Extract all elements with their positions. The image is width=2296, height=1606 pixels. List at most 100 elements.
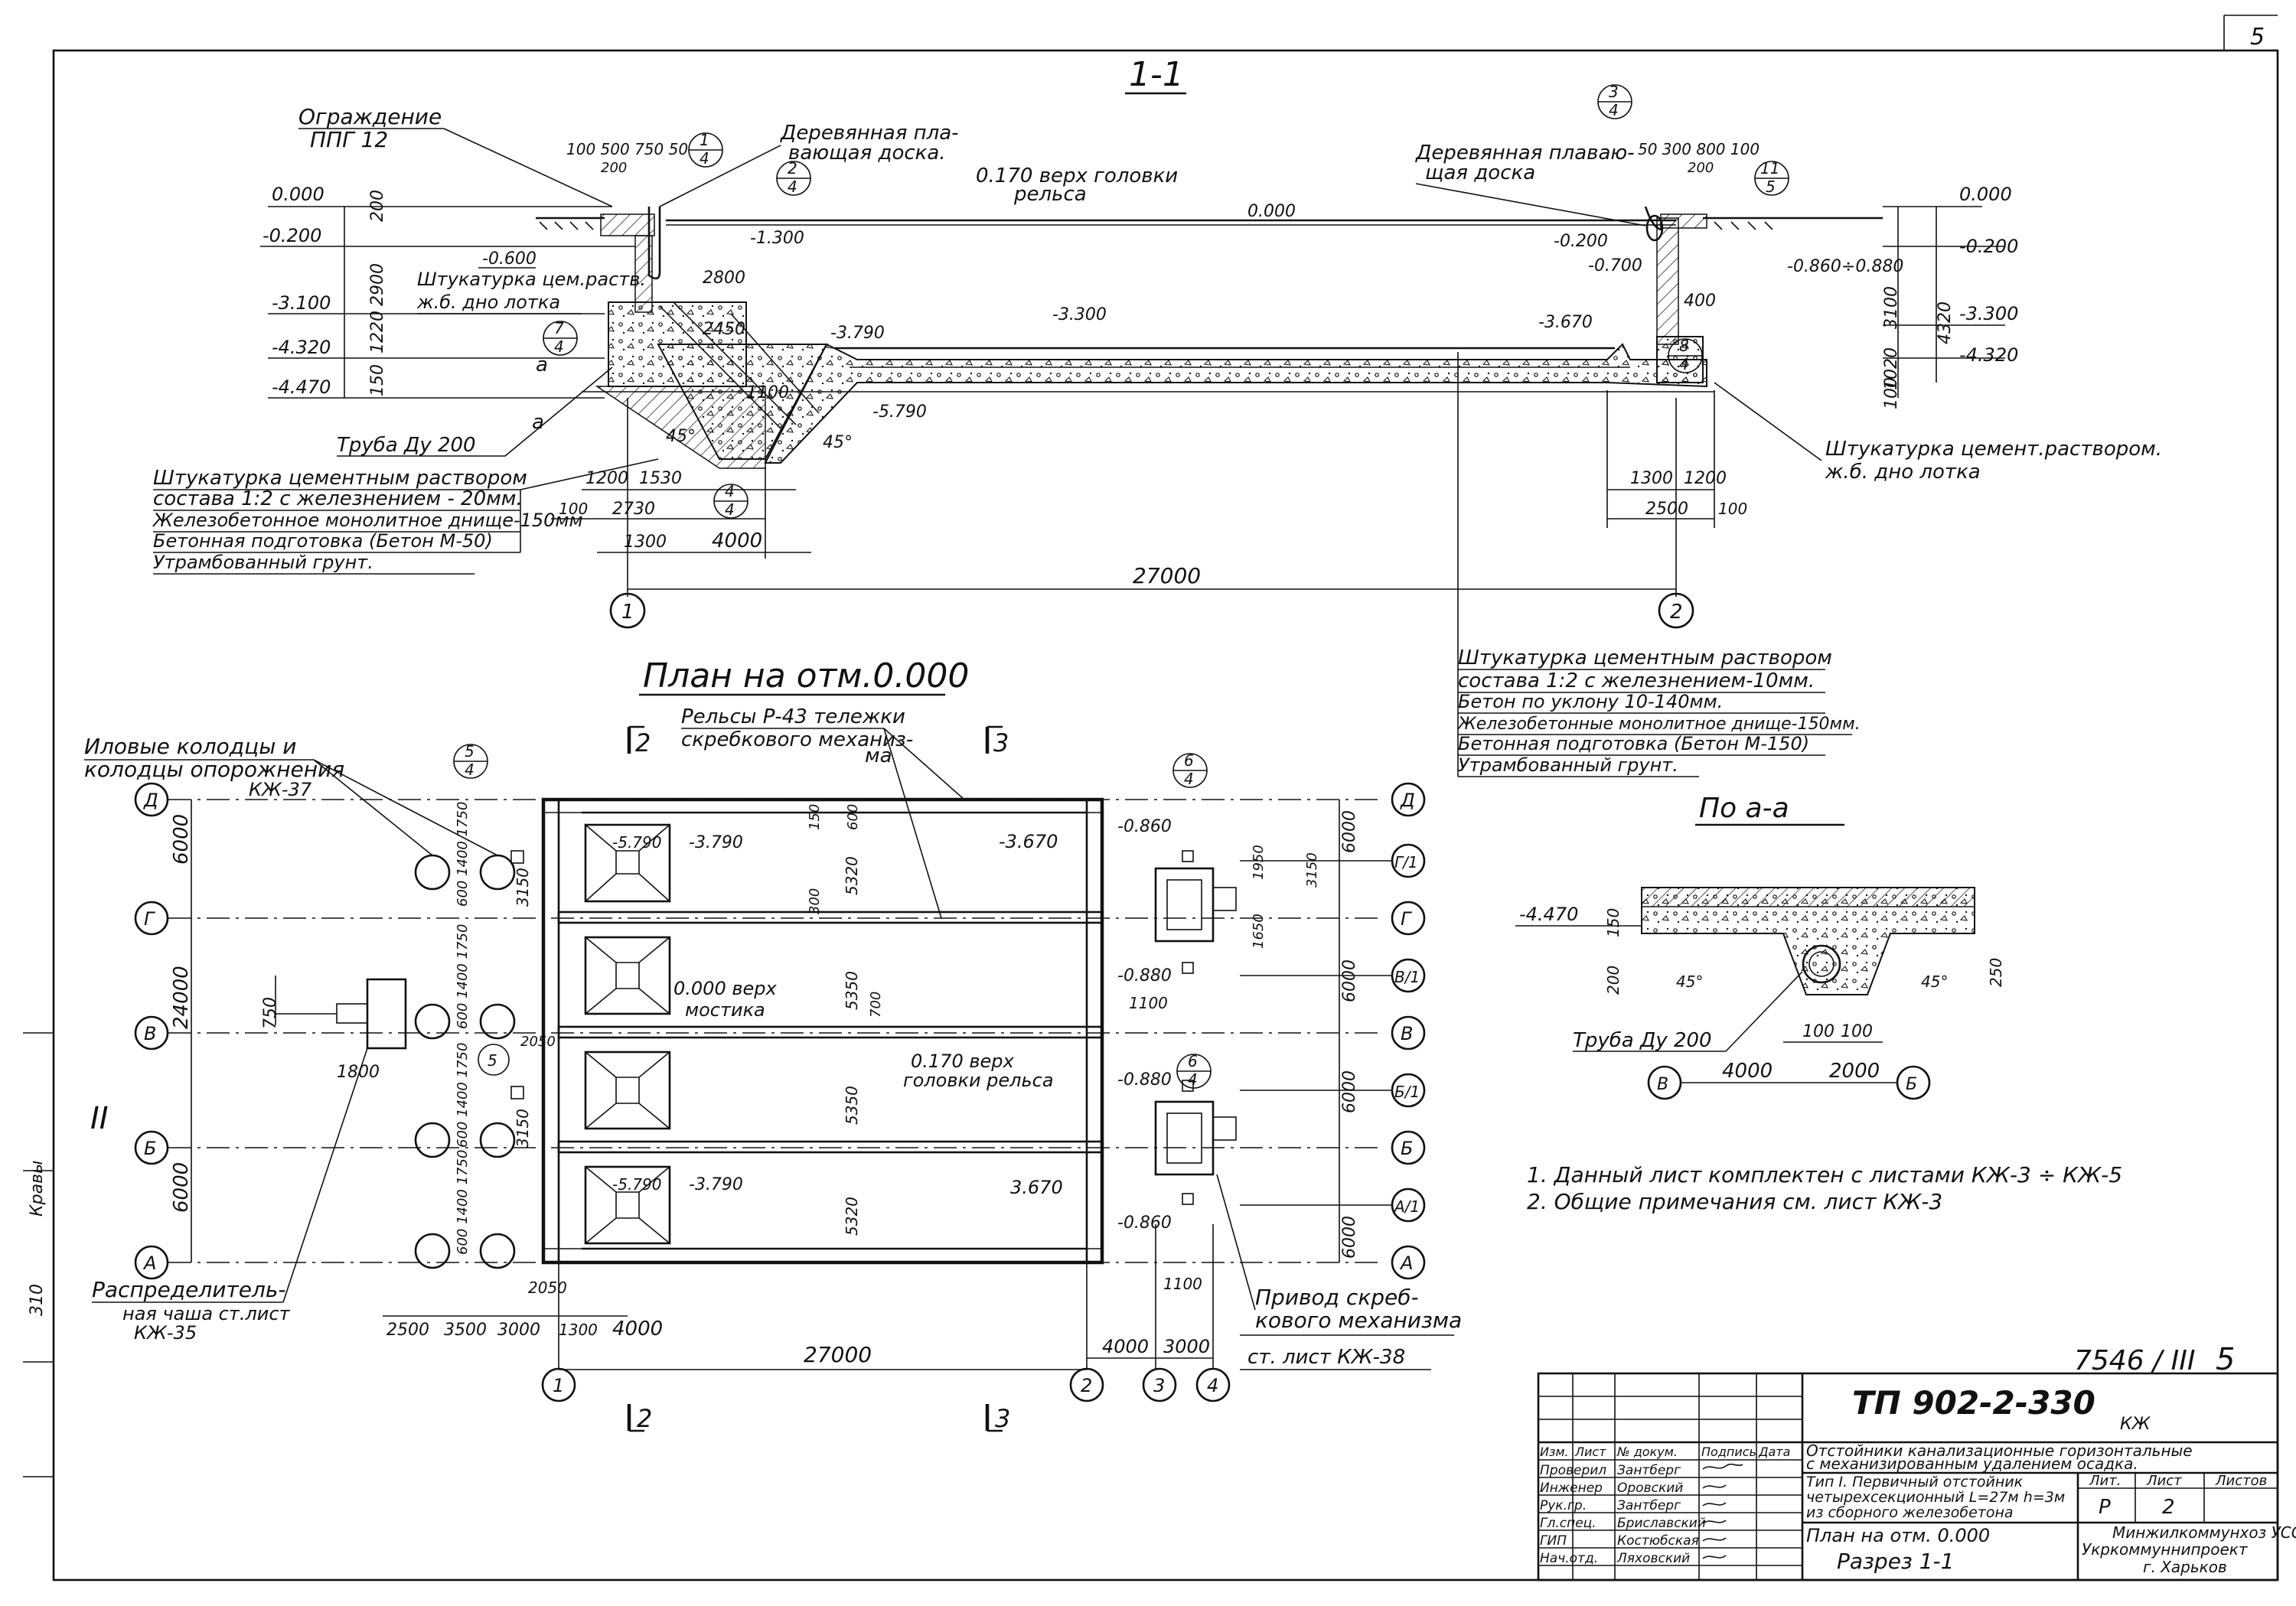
section-1-1: 1-1 [152,55,2162,629]
svg-text:1220: 1220 [368,311,387,353]
detail-a-a: По а-а -4.470 150 200 250 45° 45° 100 10… [1515,793,2005,1100]
svg-text:100: 100 [1802,1022,1835,1041]
svg-text:5350: 5350 [843,971,861,1010]
svg-text:300: 300 [807,888,823,914]
hoppers [584,823,671,1245]
svg-text:Подпись: Подпись [1701,1445,1756,1459]
svg-text:2730: 2730 [612,500,655,519]
svg-text:-0.860÷0.880: -0.860÷0.880 [1787,257,1903,276]
svg-text:В: В [1401,1023,1413,1044]
svg-text:600: 600 [845,804,861,830]
axis-2-label: 2 [1670,601,1683,624]
svg-text:Листов: Листов [2215,1473,2267,1489]
svg-text:3.670: 3.670 [1010,1177,1063,1198]
svg-text:ж.б. дно лотка: ж.б. дно лотка [416,292,560,313]
right-layers-legend: Штукатурка цементным раствором состава 1… [1456,352,1861,777]
svg-text:из сборного железобетона: из сборного железобетона [1806,1504,2014,1521]
svg-text:11: 11 [1760,159,1779,178]
svg-text:Нач.отд.: Нач.отд. [1540,1551,1598,1566]
svg-text:Труба Ду 200: Труба Ду 200 [337,434,476,457]
svg-text:Ограждение: Ограждение [298,104,442,129]
svg-text:кового механизма: кового механизма [1255,1308,1462,1333]
svg-text:1. Данный лист комплектен с ли: 1. Данный лист комплектен с листами КЖ-3… [1527,1162,2122,1187]
svg-text:-4.470: -4.470 [272,376,331,398]
svg-text:1300: 1300 [559,1321,598,1339]
svg-text:4320: 4320 [1936,301,1955,344]
svg-text:а: а [532,411,544,434]
svg-text:-3.670: -3.670 [1538,313,1593,332]
svg-text:4: 4 [1207,1375,1218,1396]
plan-grid-rows-right: Д Г/1 Г В/1 В Б/1 Б А/1 А [1240,782,1426,1280]
svg-text:1300: 1300 [1630,469,1673,488]
svg-text:1100: 1100 [746,383,789,402]
divider-1 [557,911,1104,924]
svg-text:Утрамбованный грунт.: Утрамбованный грунт. [153,552,373,573]
svg-text:ма: ма [865,744,892,767]
svg-text:Штукатурка цем.раств.: Штукатурка цем.раств. [417,269,646,290]
svg-text:1020: 1020 [1882,347,1901,390]
svg-text:200: 200 [1604,966,1623,995]
svg-text:45°: 45° [1921,972,1948,991]
svg-text:-3.300: -3.300 [1959,303,2018,324]
svg-text:0.170 верх головки: 0.170 верх головки [976,165,1178,187]
right-floating-board [1644,206,1663,231]
svg-text:6000: 6000 [170,1162,193,1213]
svg-text:1200: 1200 [585,469,628,488]
section-title: 1-1 [1129,55,1184,94]
svg-text:3: 3 [995,1404,1010,1433]
svg-text:г. Харьков: г. Харьков [2143,1558,2227,1576]
svg-text:Зантберг: Зантберг [1617,1463,1681,1478]
svg-text:Лист: Лист [2146,1473,2182,1489]
svg-text:Инженер: Инженер [1540,1481,1603,1496]
svg-text:Отстойники канализационные гор: Отстойники канализационные горизонтальны… [1806,1441,2193,1460]
svg-text:-0.200: -0.200 [263,225,321,246]
svg-text:Б/1: Б/1 [1394,1083,1420,1101]
svg-text:-5.790: -5.790 [872,402,927,422]
svg-text:-0.700: -0.700 [1588,256,1642,275]
svg-text:750: 750 [261,997,280,1029]
svg-text:3150: 3150 [514,868,532,907]
svg-text:24000: 24000 [170,966,193,1029]
svg-text:1950: 1950 [1251,845,1267,880]
distributor-bowl [366,978,407,1050]
svg-text:Лит.: Лит. [2089,1473,2121,1489]
svg-text:3500: 3500 [444,1321,487,1340]
svg-text:ж.б. дно лотка: ж.б. дно лотка [1825,461,1981,484]
svg-text:Р: Р [2099,1496,2111,1519]
svg-text:2500: 2500 [386,1321,429,1340]
svg-text:3: 3 [1153,1375,1165,1396]
svg-text:Укркоммуннипроект: Укркоммуннипроект [2082,1540,2249,1559]
svg-text:6000: 6000 [1340,959,1359,1002]
detail-pipe [1802,944,1841,984]
svg-text:8: 8 [1679,337,1689,355]
svg-text:3: 3 [1609,83,1619,101]
svg-text:Железобетонные монолитное днищ: Железобетонные монолитное днище-150мм. [1456,715,1861,734]
svg-text:1530: 1530 [639,469,682,488]
svg-text:-4.470: -4.470 [1519,904,1578,925]
svg-text:Привод скреб-: Привод скреб- [1255,1285,1419,1310]
svg-text:150: 150 [1604,908,1623,937]
svg-text:200: 200 [368,190,387,222]
svg-text:1800: 1800 [337,1063,380,1082]
svg-text:Бетонная подготовка (Бетон М-5: Бетонная подготовка (Бетон М-50) [153,530,493,552]
svg-text:Оровский: Оровский [1617,1481,1683,1496]
svg-text:6: 6 [1184,751,1194,770]
svg-text:100: 100 [559,500,588,518]
svg-text:КЖ-35: КЖ-35 [134,1322,197,1344]
svg-text:Изм.: Изм. [1540,1445,1569,1459]
svg-text:2500: 2500 [1645,500,1688,519]
svg-text:45°: 45° [1676,972,1703,991]
svg-text:состава 1:2 с железнением-10мм: состава 1:2 с железнением-10мм. [1458,669,1815,692]
svg-text:Железобетонное монолитное днищ: Железобетонное монолитное днище-150мм [152,510,583,531]
svg-text:4000: 4000 [712,529,762,552]
svg-text:состава 1:2 с железнением - 20: состава 1:2 с железнением - 20мм. [153,487,523,510]
svg-text:Гл.спец.: Гл.спец. [1540,1516,1596,1531]
svg-text:200: 200 [1688,160,1714,176]
svg-text:2900: 2900 [368,263,387,306]
svg-text:2: 2 [635,728,651,757]
svg-text:2050: 2050 [520,1034,556,1050]
svg-text:100 500 750 50: 100 500 750 50 [566,140,688,158]
svg-text:-4.320: -4.320 [1959,344,2018,366]
svg-text:-0.600: -0.600 [482,249,536,269]
